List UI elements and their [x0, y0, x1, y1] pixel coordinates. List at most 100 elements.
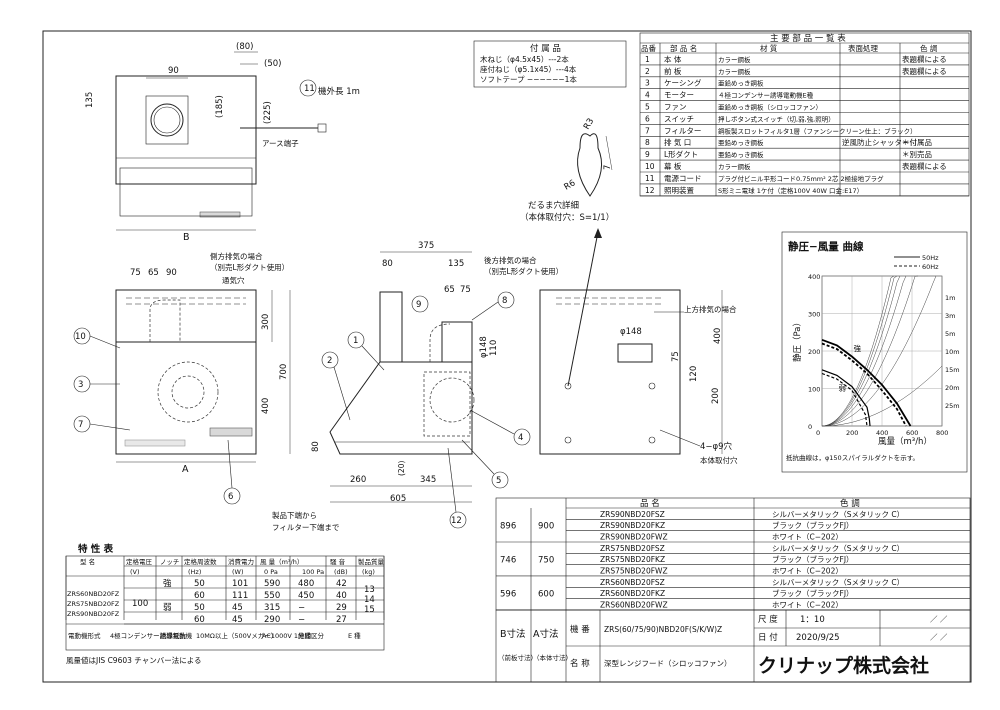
spec-title: 特 性 表 [78, 543, 114, 555]
front-dim-90: 90 [166, 268, 177, 278]
legend-50hz: 50Hz [922, 254, 939, 262]
rear-dim-400: 400 [713, 328, 723, 344]
parts-cell: S形ミニ電球 1ケ付（定格100V 40W 口金:E17） [718, 186, 863, 195]
parts-cell: 10 [645, 162, 655, 171]
spec-weight: 13 [364, 585, 375, 595]
duct-curve [821, 275, 907, 427]
front-dim-300: 300 [261, 314, 271, 330]
chart-note: 抵抗曲線は，φ150スパイラルダクトを示す。 [786, 453, 919, 462]
parts-cell: 5 [645, 103, 650, 112]
rear-dim-120: 120 [689, 366, 699, 382]
spec-value: 強 [163, 578, 172, 589]
company-name: クリナップ株式会社 [758, 654, 929, 677]
model-code: ZRS90NBD20FSZ [600, 510, 665, 519]
spec-value: 45 [232, 615, 243, 625]
b-size: 896 [500, 521, 516, 531]
chart-series-line [821, 369, 871, 427]
parts-cell: ファン [664, 103, 687, 112]
model-color: シルバーメタリック（Sメタリック C） [772, 578, 904, 587]
spec-value: 315 [264, 603, 280, 613]
a-size: 750 [538, 555, 554, 565]
a-size: 600 [538, 589, 554, 599]
model-color: ホワイト（C−202） [772, 600, 843, 609]
scale-value: 1：10 [800, 615, 825, 625]
side-dim-148: φ148 [479, 336, 489, 358]
parts-h-color: 色 調 [920, 43, 937, 53]
top-width-label: B [183, 232, 190, 243]
spec-value: 450 [298, 591, 314, 601]
spec-model: ZRS75NBD20FZ [67, 600, 120, 608]
side-dim-75: 75 [460, 285, 471, 295]
side-dim-65: 65 [444, 285, 455, 295]
rear-dim-75: 75 [671, 351, 681, 362]
parts-cell: 逆風防止シャッター付 [842, 137, 917, 147]
duct-curve [821, 275, 937, 427]
parts-cell: カラー鋼板 [718, 67, 751, 76]
model-color: ホワイト（C−202） [772, 532, 843, 541]
spec-footer: 10MΩ以上（500Vメガー） [196, 631, 277, 640]
top-dim-50: (50) [264, 59, 281, 69]
spec-voltage: 100 [132, 599, 148, 609]
parts-cell: 亜鉛めっき鋼板 [718, 79, 764, 88]
chart-annot-weak: 弱 [839, 383, 847, 392]
model-color: ブラック（ブラックFJ） [772, 588, 854, 598]
spec-model: ZRS90NBD20FZ [67, 610, 120, 618]
title-block: B寸法 A寸法 （前板寸法） （本体寸法） 機 番 ZRS(60/75/90)N… [495, 609, 971, 683]
model-color: ブラック（ブラックFJ） [772, 554, 854, 564]
side-dim-260: 260 [350, 475, 366, 485]
parts-cell: 7 [645, 126, 650, 135]
a-dim-label: A寸法 [533, 628, 559, 640]
chart-ytick: 100 [808, 386, 820, 394]
model-color: ブラック（ブラックFJ） [772, 520, 854, 530]
side-dim-80v: 80 [311, 441, 321, 452]
parts-cell: カラー鋼板 [718, 55, 751, 64]
spec-header: 騒 音 [330, 557, 346, 566]
spec-value: 50 [194, 579, 205, 589]
parts-cell: モーター [664, 91, 694, 100]
spec-footer: 電動機形式 [68, 631, 101, 640]
name-label: 名 称 [570, 658, 590, 669]
front-view: A 75 65 90 300 700 400 側方排気の場合 （別売L形ダクト使… [73, 251, 291, 505]
parts-cell: フィルター [664, 126, 701, 135]
parts-cell: ４極コンデンサー誘導電動機E種 [718, 91, 814, 100]
top-dim-225: (225) [263, 101, 273, 124]
spec-model: ZRS60NBD20FZ [67, 590, 120, 598]
callout-6: 6 [228, 492, 233, 502]
model-code: ZRS90NBD20FWZ [600, 532, 668, 541]
spec-subheader: (Hz) [188, 568, 201, 576]
callout-11: 11 [304, 84, 315, 94]
rear-dim-200: 200 [711, 388, 721, 404]
spec-value: 弱 [163, 603, 172, 613]
chart-series-line [821, 372, 868, 427]
cord-length: 機外長 1m [318, 86, 360, 97]
a-dim-sub: （本体寸法） [533, 653, 572, 662]
callout-12: 12 [451, 516, 462, 526]
parts-cell: 排 気 口 [664, 137, 691, 147]
duct-curve [821, 275, 919, 427]
legend-60hz: 60Hz [922, 263, 939, 271]
callout-3: 3 [78, 380, 83, 390]
detail-r3: R3 [582, 117, 596, 132]
spec-footer: 絶縁区分 [298, 631, 325, 640]
spec-value: − [298, 615, 305, 625]
spec-subheader: (W) [232, 568, 244, 576]
spec-header: 型 名 [80, 557, 95, 566]
duct-label: 3m [945, 312, 955, 320]
parts-cell: 9 [645, 150, 650, 159]
top-dim-80: (80) [236, 42, 253, 52]
side-view: 375 80 135 65 75 φ148 110 260 345 605 80… [272, 241, 563, 532]
holes-sub: 本体取付穴 [700, 455, 738, 465]
spec-footer: AC1000V 1分間 [262, 631, 311, 640]
detail-r6: R6 [563, 178, 578, 192]
duct-label: 10m [945, 348, 960, 356]
spec-subheader: (V) [130, 568, 140, 576]
model-color: シルバーメタリック（Sメタリック C） [772, 510, 904, 519]
parts-cell: 照明装置 [664, 185, 694, 195]
rear-dim-148: φ148 [620, 327, 642, 337]
top-dim-90: 90 [168, 66, 179, 76]
b-size: 746 [500, 555, 516, 565]
callout-1: 1 [353, 336, 358, 346]
spec-value: 45 [232, 603, 243, 613]
parts-cell: 3 [645, 79, 650, 88]
